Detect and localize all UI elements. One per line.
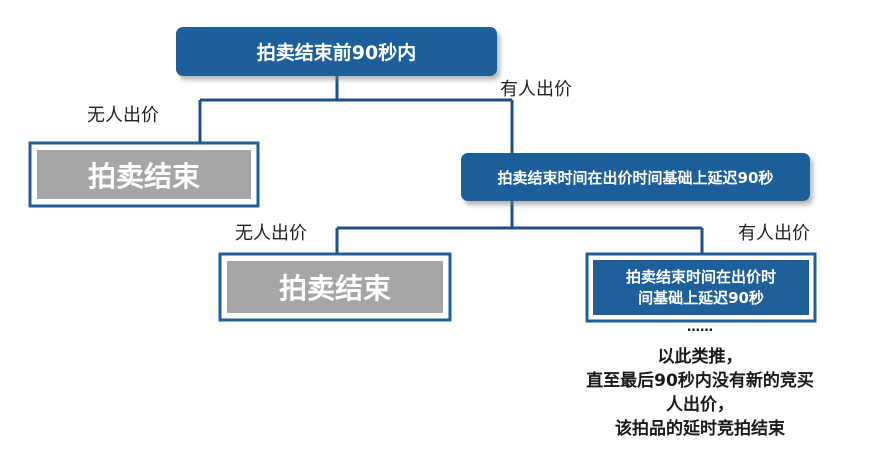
note-line-3: 直至最后90秒内没有新的竞买 [586, 371, 814, 391]
end-node-2-fill [227, 261, 443, 313]
edge-label-bid-2: 有人出价 [738, 223, 810, 244]
ellipsis-note: …… [687, 320, 713, 335]
extend-node-2-fill [593, 260, 809, 315]
end-node-1-fill [37, 150, 251, 199]
root-node-box [176, 27, 497, 76]
note-line-5: 该拍品的延时竞拍结束 [615, 419, 785, 439]
note-line-4: 人出价， [666, 395, 734, 415]
edge-label-bid-1: 有人出价 [500, 79, 572, 100]
edge-label-no-bid-2: 无人出价 [235, 223, 307, 244]
edge-label-no-bid-1: 无人出价 [87, 105, 159, 126]
connectors [198, 76, 704, 254]
note-line-2: 以此类推， [657, 347, 743, 367]
extend-node-1-box [461, 153, 810, 201]
